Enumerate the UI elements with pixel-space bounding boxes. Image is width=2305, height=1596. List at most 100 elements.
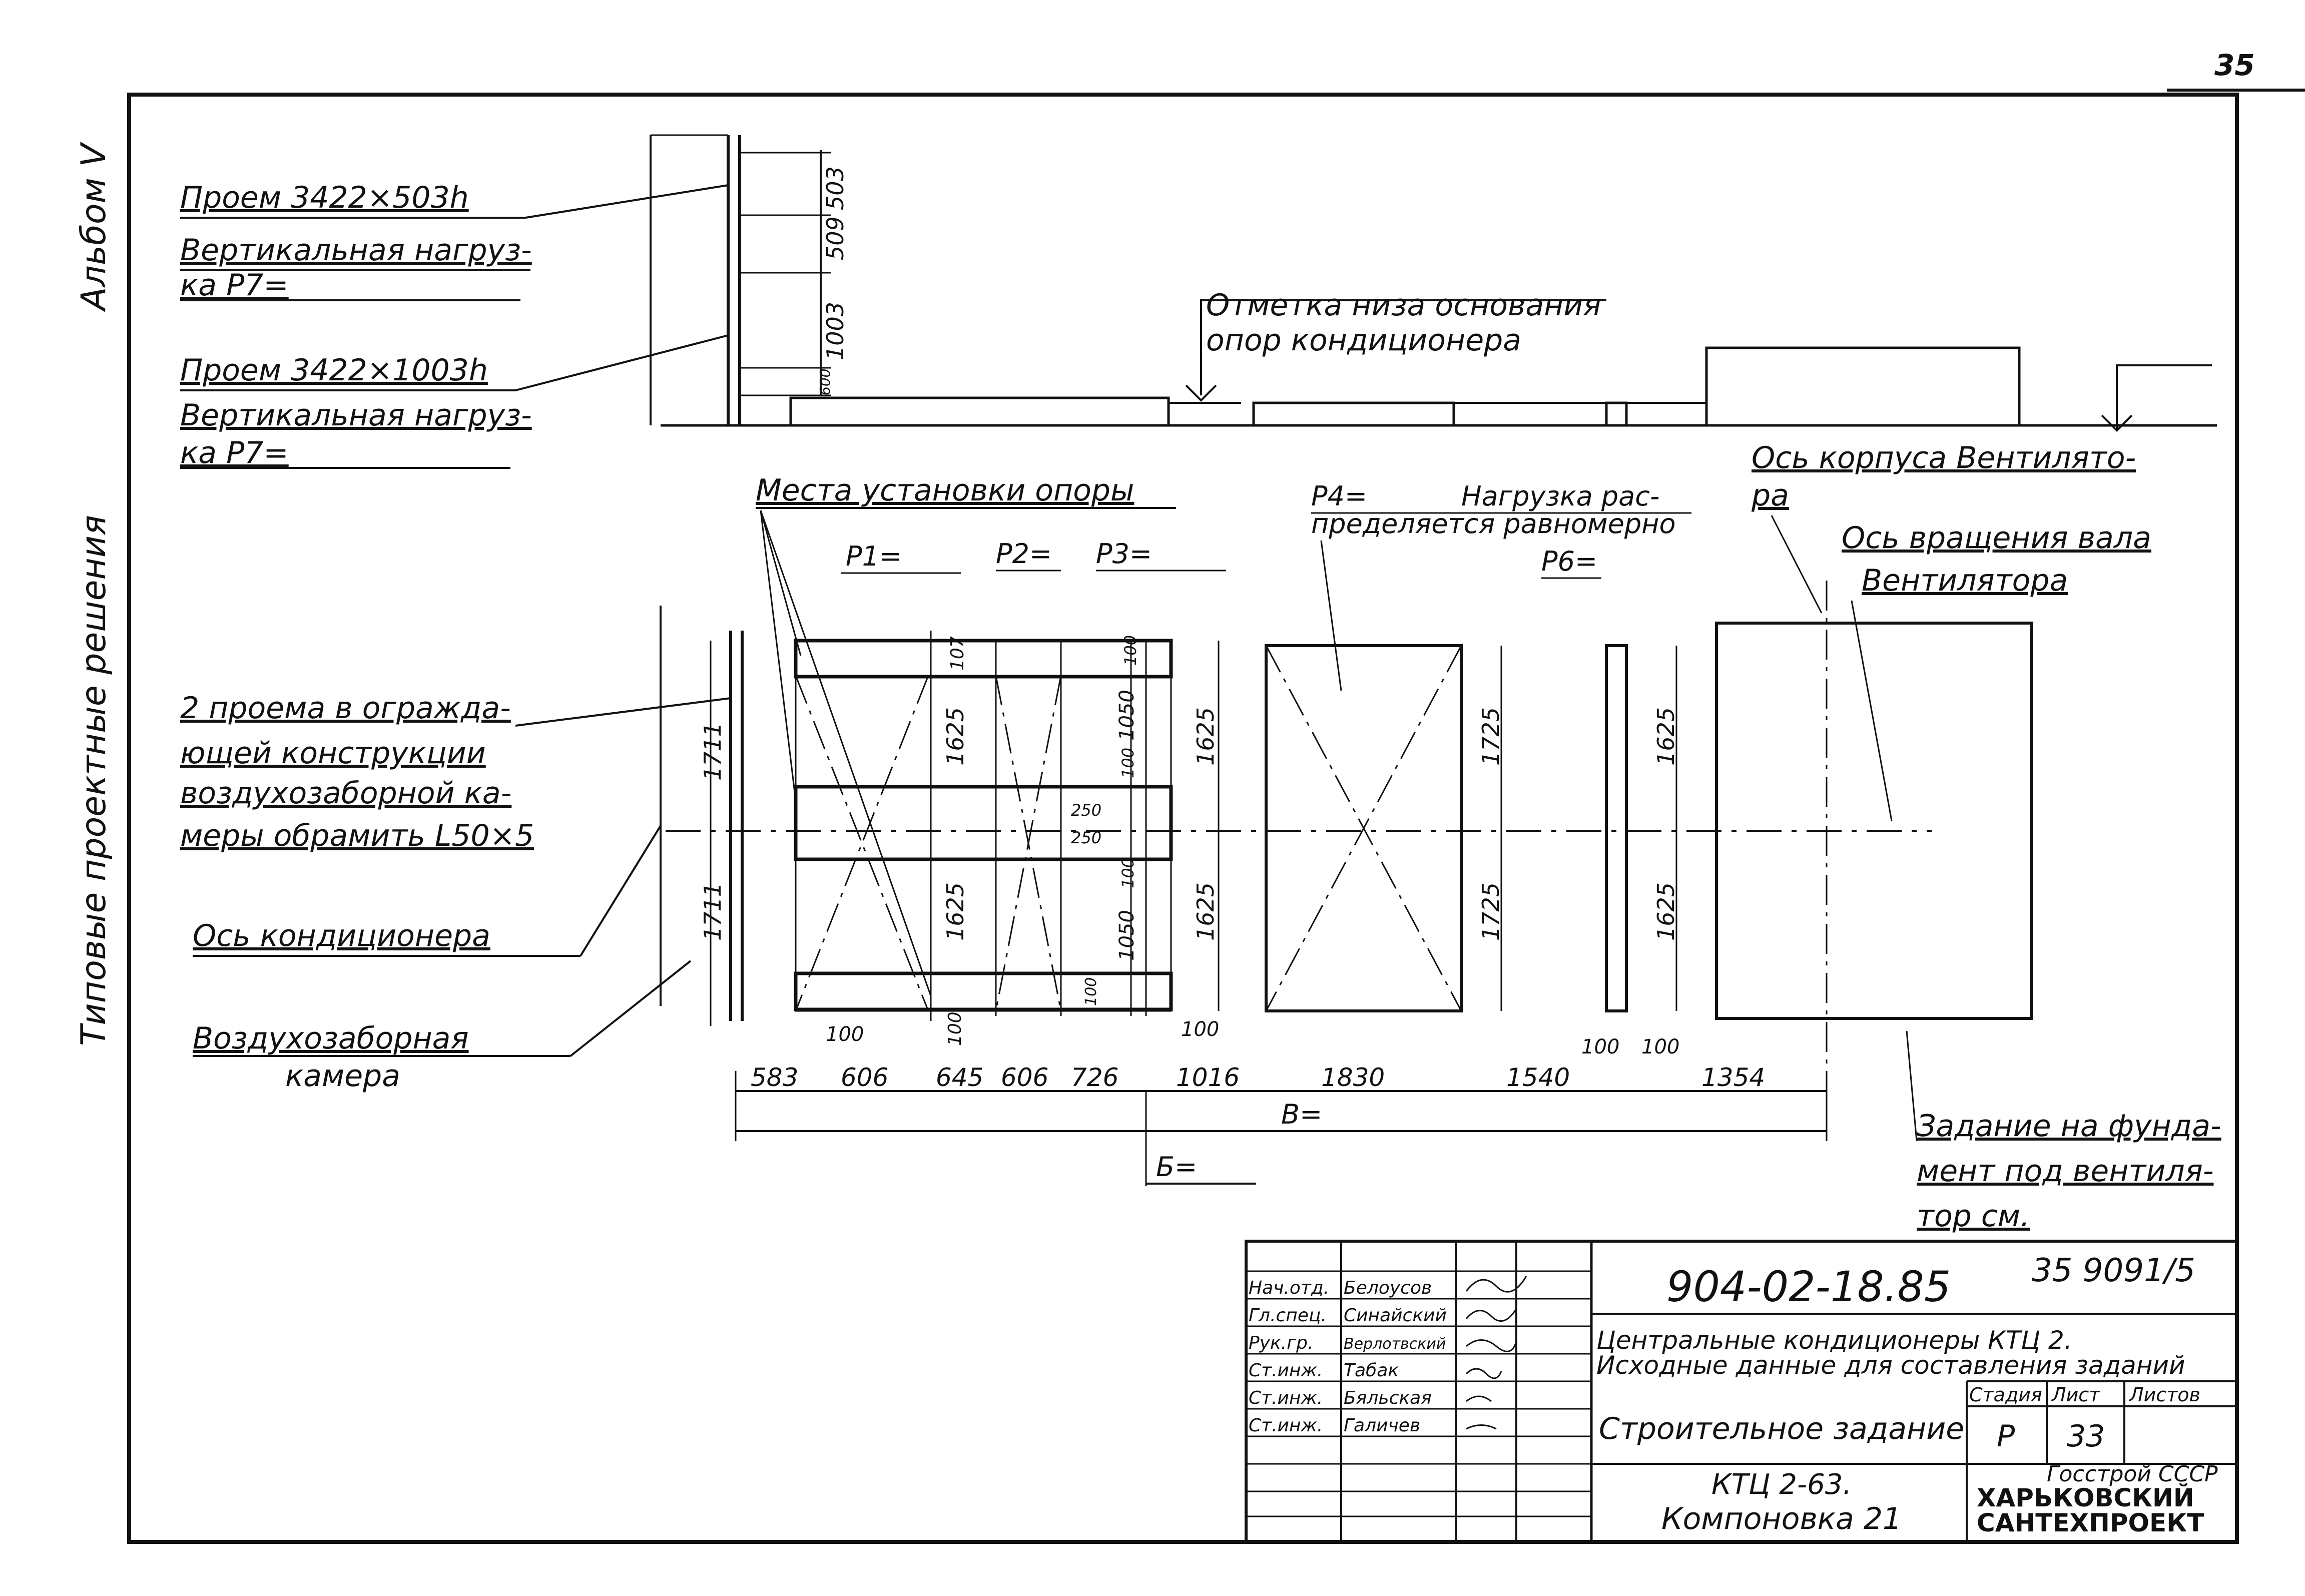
page-number: 35 bbox=[2214, 48, 2255, 82]
dim-250-a: 250 bbox=[1071, 801, 1101, 820]
opening1-callout: Проем 3422×503h Вертикальная нагруз- ка … bbox=[180, 180, 729, 303]
reference-doc: 35 9091/5 bbox=[2032, 1252, 2195, 1289]
org-line1: Госстрой СССР bbox=[2047, 1461, 2218, 1487]
doc-description-line1: Центральные кондиционеры КТЦ 2. bbox=[1596, 1326, 2072, 1355]
header-sheets: Листов bbox=[2128, 1384, 2200, 1406]
opening1-line1: Проем 3422×503h bbox=[180, 180, 469, 215]
header-sheet: Лист bbox=[2051, 1384, 2101, 1406]
h-dim-100-e: 100 bbox=[1641, 1035, 1679, 1058]
plan-callouts: Места установки опоры P1= P2= P3= P4= На… bbox=[180, 440, 2221, 1289]
fan-axis-line2: ра bbox=[1751, 478, 1789, 513]
staff-name-5: Бяльская bbox=[1344, 1388, 1432, 1408]
h-dim-100-d: 100 bbox=[1581, 1035, 1619, 1058]
signatures bbox=[1465, 1276, 1527, 1430]
opening1-line2: Вертикальная нагруз- bbox=[180, 233, 532, 268]
staff-role-3: Рук.гр. bbox=[1249, 1333, 1313, 1353]
dim-107: 107 bbox=[947, 636, 968, 671]
p4-label: P4= bbox=[1311, 480, 1367, 512]
opening2-line1: Проем 3422×1003h bbox=[180, 353, 488, 388]
elev-dim-1003: 1003 bbox=[822, 302, 849, 360]
total-b-label: Б= bbox=[1156, 1151, 1197, 1183]
dim-1625-b: 1625 bbox=[942, 882, 969, 941]
dim-100-a: 100 bbox=[1121, 635, 1140, 666]
staff-role-6: Ст.инж. bbox=[1249, 1415, 1323, 1436]
side-album-label: Альбом V bbox=[74, 141, 114, 312]
bottom-dim-1016: 1016 bbox=[1176, 1063, 1240, 1092]
support-places-label: Места установки опоры bbox=[756, 473, 1134, 508]
opening2-callout: Проем 3422×1003h Вертикальная нагруз- ка… bbox=[180, 334, 729, 470]
staff-role-2: Гл.спец. bbox=[1249, 1305, 1327, 1326]
foundation-task-line2: мент под вентиля- bbox=[1917, 1154, 2213, 1189]
dim-100-d: 100 bbox=[1082, 977, 1100, 1006]
fan-unit bbox=[1715, 622, 2033, 1020]
plan-view: 1711 1711 107 1625 1625 100 1050 100 250… bbox=[660, 581, 2033, 1136]
openings-note-line2: ющей конструкции bbox=[180, 736, 486, 771]
dim-1725-a: 1725 bbox=[1477, 707, 1504, 766]
staff-role-5: Ст.инж. bbox=[1249, 1388, 1323, 1408]
bottom-dim-606-a: 606 bbox=[841, 1063, 888, 1092]
elev-dim-509: 509 bbox=[822, 216, 849, 260]
h-dim-100-c: 100 bbox=[1181, 1018, 1219, 1041]
dim-100-b: 100 bbox=[1118, 748, 1137, 778]
sheet-frame bbox=[127, 93, 2239, 1544]
foundation-task-line3: тор см. bbox=[1917, 1199, 2030, 1234]
intake-chamber-line2: камера bbox=[285, 1058, 400, 1094]
staff-name-4: Табак bbox=[1344, 1360, 1399, 1381]
p2-label: P2= bbox=[996, 538, 1052, 570]
opening2-line3: ка P7= bbox=[180, 435, 289, 470]
elev-dim-503: 503 bbox=[822, 166, 849, 210]
conditioner-axis-label: Ось кондиционера bbox=[193, 918, 490, 953]
left-dim-1711-top: 1711 bbox=[699, 722, 726, 781]
p3-label: P3= bbox=[1096, 538, 1152, 570]
foundation-task-line1: Задание на фунда- bbox=[1917, 1109, 2221, 1144]
intake-chamber-line1: Воздухозаборная bbox=[193, 1021, 469, 1056]
sheet-name: Строительное задание bbox=[1599, 1411, 1964, 1446]
org-line2: ХАРЬКОВСКИЙ bbox=[1977, 1483, 2194, 1512]
title-block: Нач.отд. Белоусов Гл.спец. Синайский Рук… bbox=[1245, 1240, 2238, 1543]
doc-code: 904-02-18.85 bbox=[1666, 1262, 1951, 1311]
bottom-dim-583: 583 bbox=[751, 1063, 798, 1092]
model-line1: КТЦ 2-63. bbox=[1711, 1468, 1852, 1501]
dim-1625-e: 1625 bbox=[1652, 707, 1679, 766]
side-series-label: Типовые проектные решения bbox=[74, 515, 114, 1046]
fan-axis-line1: Ось корпуса Вентилято- bbox=[1752, 440, 2136, 475]
dim-1050-b: 1050 bbox=[1115, 910, 1138, 961]
dim-1725-b: 1725 bbox=[1477, 882, 1504, 941]
bottom-dim-645: 645 bbox=[936, 1063, 983, 1092]
dim-100-c: 100 bbox=[1118, 858, 1137, 888]
staff-name-2: Синайский bbox=[1344, 1305, 1447, 1326]
opening2-line2: Вертикальная нагруз- bbox=[180, 398, 532, 433]
staff-role-1: Нач.отд. bbox=[1249, 1278, 1329, 1298]
openings-note-line1: 2 проема в огражда- bbox=[180, 691, 511, 726]
p4-note-line1: Нагрузка рас- bbox=[1461, 480, 1659, 512]
stage-value: Р bbox=[1997, 1419, 2015, 1454]
staff-role-4: Ст.инж. bbox=[1249, 1360, 1323, 1381]
shaft-axis-line1: Ось вращения вала bbox=[1842, 520, 2151, 556]
dim-1050-a: 1050 bbox=[1115, 690, 1138, 741]
bottom-dim-1830: 1830 bbox=[1321, 1063, 1385, 1092]
model-line2: Компоновка 21 bbox=[1661, 1501, 1902, 1536]
dim-250-b: 250 bbox=[1071, 828, 1101, 847]
sheet-number-value: 33 bbox=[2067, 1419, 2105, 1454]
openings-note-line3: воздухозаборной ка- bbox=[180, 776, 511, 811]
dim-1625-a: 1625 bbox=[942, 707, 969, 766]
total-B-label: В= bbox=[1281, 1099, 1322, 1130]
staff-name-3: Верлотвский bbox=[1344, 1335, 1446, 1353]
header-stage: Стадия bbox=[1969, 1384, 2042, 1406]
bottom-dim-1354: 1354 bbox=[1701, 1063, 1765, 1092]
p4-unit bbox=[1265, 644, 1463, 1012]
dim-1625-d: 1625 bbox=[1192, 882, 1219, 941]
doc-description-line2: Исходные данные для составления заданий bbox=[1596, 1351, 2185, 1380]
h-dim-100-b: 100 bbox=[945, 1011, 965, 1046]
base-mark-line1: Отметка низа основания bbox=[1206, 288, 1601, 323]
dim-1625-f: 1625 bbox=[1652, 882, 1679, 941]
dim-1625-c: 1625 bbox=[1192, 707, 1219, 766]
bottom-dimension-chain: 583 606 645 606 726 1016 1830 1540 1354 … bbox=[735, 1063, 1828, 1186]
staff-name-1: Белоусов bbox=[1344, 1278, 1432, 1298]
h-dim-100-a: 100 bbox=[826, 1023, 864, 1046]
base-mark-line2: опор кондиционера bbox=[1206, 323, 1521, 358]
elev-dim-600: 600 bbox=[817, 369, 833, 395]
shaft-axis-line2: Вентилятора bbox=[1862, 563, 2068, 598]
bottom-dim-1540: 1540 bbox=[1506, 1063, 1570, 1092]
